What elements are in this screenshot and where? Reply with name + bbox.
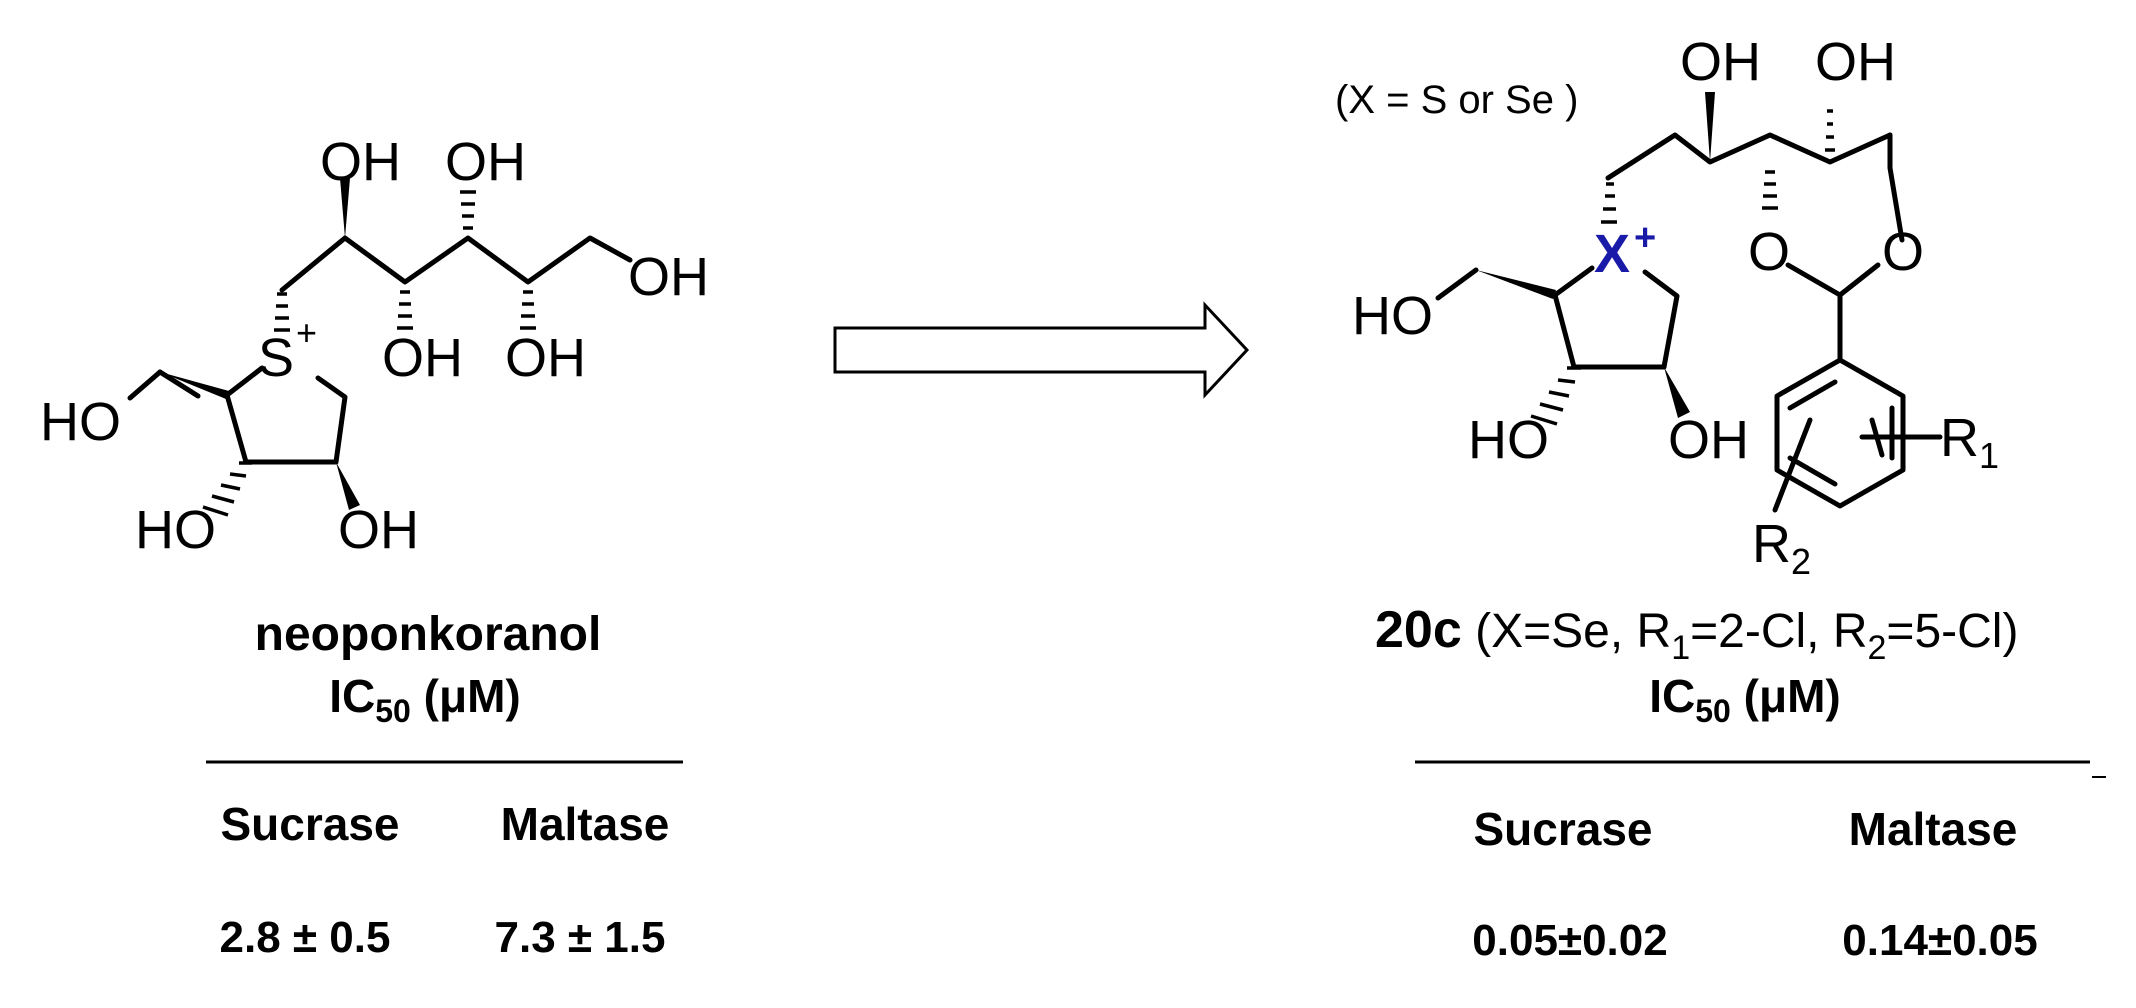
right-oh-2: OH bbox=[1815, 32, 1896, 92]
left-c3-hash bbox=[397, 290, 413, 330]
left-c2-wedge bbox=[340, 178, 350, 238]
left-c4-hash bbox=[460, 190, 476, 230]
right-chain-bonds bbox=[1605, 132, 1893, 181]
right-r2-label: R2 bbox=[1752, 514, 1811, 582]
right-o-1: O bbox=[1748, 222, 1790, 282]
left-value-sucrase: 2.8 ± 0.5 bbox=[220, 913, 391, 962]
left-header-sucrase: Sucrase bbox=[220, 798, 399, 850]
right-c4-hash bbox=[1825, 109, 1835, 152]
right-c2-wedge bbox=[1705, 92, 1715, 162]
right-r2-bond bbox=[1772, 417, 1813, 513]
right-header-maltase: Maltase bbox=[1849, 803, 2018, 855]
right-r1-label: R1 bbox=[1940, 408, 1999, 476]
left-compound-name: neoponkoranol bbox=[255, 608, 602, 661]
right-ring-oh-wedge bbox=[1664, 367, 1690, 418]
right-value-sucrase: 0.05±0.02 bbox=[1472, 916, 1667, 965]
right-dioxane-bonds bbox=[1887, 132, 1905, 243]
right-benzene-inner-2 bbox=[1787, 379, 1838, 411]
left-ch2-wedge bbox=[160, 372, 229, 399]
left-ic50-label: IC50 (μM) bbox=[329, 670, 520, 729]
right-x-ch2-hash bbox=[1601, 182, 1617, 224]
left-value-maltase: 7.3 ± 1.5 bbox=[495, 913, 666, 962]
left-ch2-bond bbox=[157, 369, 201, 399]
left-c5-hash bbox=[520, 290, 536, 330]
right-acetal-bonds bbox=[1785, 262, 1881, 298]
left-header-maltase: Maltase bbox=[501, 798, 670, 850]
right-value-maltase: 0.14±0.05 bbox=[1842, 916, 2037, 965]
right-benzene-inner-3 bbox=[1787, 455, 1838, 487]
right-ho-bond bbox=[1435, 267, 1479, 301]
left-ring-oh-wedge bbox=[336, 462, 360, 510]
neoponkoranol-structure: OH OH OH OH OH S + HO HO OH bbox=[40, 132, 709, 560]
right-header-sucrase: Sucrase bbox=[1473, 803, 1652, 855]
left-s-ch2-hash bbox=[274, 292, 290, 332]
right-oh-1: OH bbox=[1680, 32, 1761, 92]
right-oh-ring: OH bbox=[1668, 410, 1749, 470]
left-chain-bonds bbox=[279, 235, 633, 293]
right-x-atom: X bbox=[1594, 224, 1630, 284]
right-x-charge: + bbox=[1634, 217, 1656, 259]
left-ho-ring: HO bbox=[135, 500, 216, 560]
right-r1-cross bbox=[1869, 417, 1885, 458]
left-ho-ch2: HO bbox=[40, 392, 121, 452]
right-ring-bonds bbox=[1552, 265, 1680, 370]
right-ring-oh-hash bbox=[1530, 366, 1581, 426]
right-c3-hash bbox=[1762, 170, 1778, 210]
transformation-arrow bbox=[833, 301, 1250, 399]
left-s-atom: S bbox=[258, 328, 294, 388]
left-ho-bond bbox=[127, 369, 163, 401]
right-compound-line: 20c (X=Se, R1=2-Cl, R2=5-Cl) bbox=[1375, 601, 2018, 667]
left-oh-4: OH bbox=[382, 328, 463, 388]
right-ho-ring: HO bbox=[1468, 410, 1549, 470]
right-o-2: O bbox=[1882, 222, 1924, 282]
left-oh-2: OH bbox=[445, 132, 526, 192]
left-oh-1: OH bbox=[320, 132, 401, 192]
left-s-charge: + bbox=[296, 312, 317, 353]
left-ring-oh-hash bbox=[202, 461, 252, 517]
right-ho-ch2: HO bbox=[1352, 286, 1433, 346]
right-ch2-wedge bbox=[1476, 270, 1556, 299]
left-oh-3: OH bbox=[628, 247, 709, 307]
right-ic50-label: IC50 (μM) bbox=[1649, 670, 1840, 729]
right-compound-id: 20c bbox=[1375, 601, 1462, 659]
left-oh-5: OH bbox=[505, 328, 586, 388]
compound-20c-structure: OH OH O O X + HO HO OH R1 R2 bbox=[1352, 32, 1999, 582]
left-oh-ring: OH bbox=[338, 500, 419, 560]
x-substitution-note: (X = S or Se ) bbox=[1335, 78, 1578, 122]
left-ring-bonds bbox=[224, 365, 348, 465]
right-benzene-ring bbox=[1774, 357, 1906, 509]
